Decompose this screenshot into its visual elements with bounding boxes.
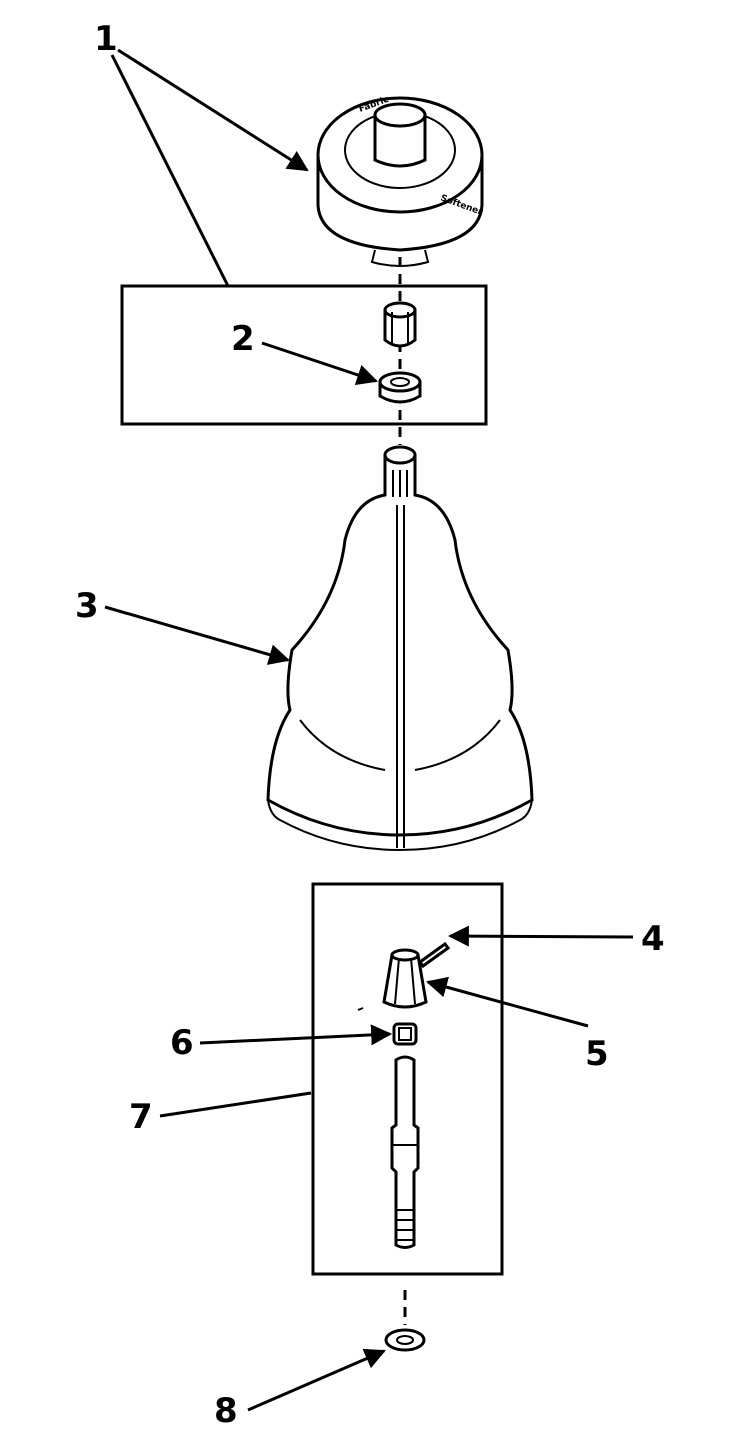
callout-4: 4 <box>641 919 665 959</box>
part-1-dispenser-cap: Fabric Softener <box>316 95 484 267</box>
part-6-small-nut <box>392 1022 418 1046</box>
part-2-seal-ring <box>378 371 422 404</box>
callout-5: 5 <box>585 1034 609 1074</box>
part-1-nut <box>383 301 417 348</box>
callout-3: 3 <box>75 586 99 626</box>
callout-8: 8 <box>214 1391 238 1429</box>
callout-7: 7 <box>129 1097 153 1137</box>
part-5-cone-cap <box>357 948 428 1011</box>
part-group-box-lower <box>311 882 504 1276</box>
leader-4 <box>447 925 634 947</box>
part-8-washer <box>384 1328 426 1352</box>
part-group-box-upper <box>120 284 488 426</box>
callout-6: 6 <box>170 1023 194 1063</box>
leader-8 <box>247 1348 386 1412</box>
leader-1b <box>110 54 230 287</box>
part-4-pin <box>417 941 451 969</box>
leader-2 <box>261 341 378 385</box>
leader-7 <box>159 1091 312 1118</box>
leader-5 <box>425 976 589 1028</box>
part-7-shaft <box>390 1055 420 1249</box>
leader-3 <box>104 605 291 665</box>
callout-1: 1 <box>94 19 118 59</box>
part-3-agitator <box>266 445 534 852</box>
leader-6 <box>199 1024 393 1046</box>
leader-1a <box>117 48 309 172</box>
callout-2: 2 <box>231 319 255 359</box>
